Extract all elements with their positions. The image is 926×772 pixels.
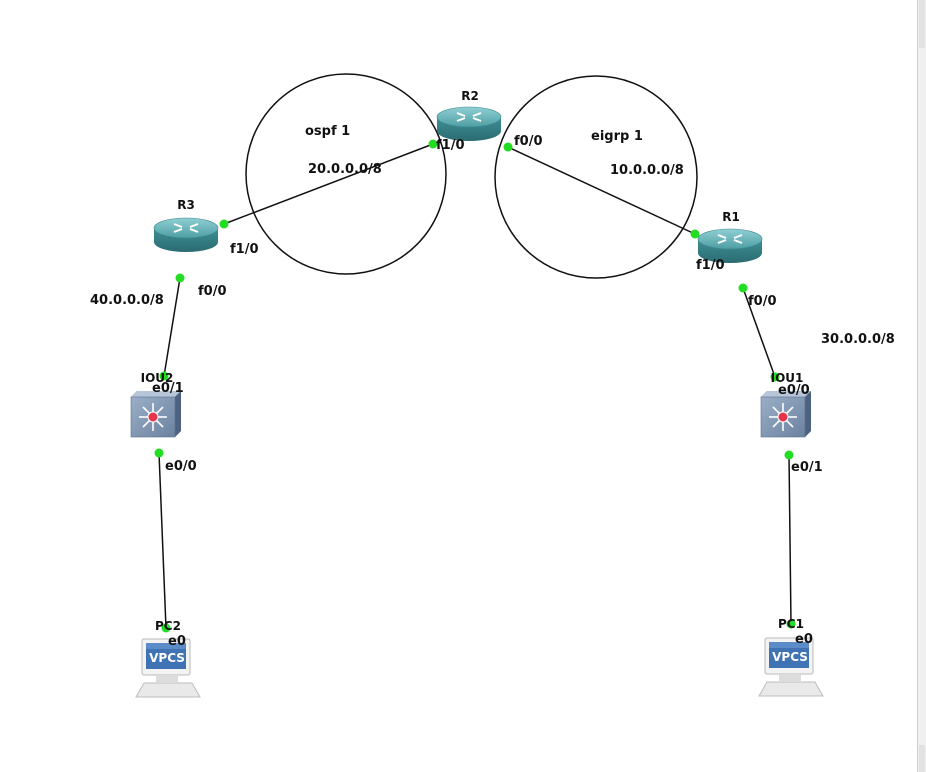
- port-dot-r3-f1-0: [219, 219, 229, 229]
- iface-label-r2-f0-0[interactable]: f0/0: [514, 134, 543, 149]
- link-r1-iou1[interactable]: [742, 287, 776, 378]
- iface-label-r3-f0-0[interactable]: f0/0: [198, 284, 227, 299]
- scrollbar-thumb[interactable]: [919, 0, 925, 48]
- router-r2[interactable]: [436, 106, 502, 142]
- vertical-scrollbar[interactable]: [917, 0, 926, 772]
- note-eigrp[interactable]: eigrp 1: [591, 129, 643, 144]
- note-net-30[interactable]: 30.0.0.0/8: [821, 332, 895, 347]
- link-r2-r1[interactable]: [507, 146, 696, 235]
- iface-label-iou2-e0-1[interactable]: e0/1: [152, 381, 184, 396]
- node-label-iou2: IOU2: [141, 371, 174, 385]
- iface-label-iou1-e0-0[interactable]: e0/0: [778, 383, 810, 398]
- iface-label-pc1-e0[interactable]: e0: [795, 632, 813, 647]
- vpcs-badge-pc2: VPCS: [149, 651, 185, 665]
- node-label-r1: R1: [722, 210, 740, 224]
- pc-pc2[interactable]: VPCS: [135, 638, 201, 698]
- port-dot-pc2-e0: [161, 623, 171, 633]
- port-dot-r1-f1-0: [690, 229, 700, 239]
- vpcs-badge-pc1: VPCS: [772, 650, 808, 664]
- node-label-r2: R2: [461, 89, 479, 103]
- pc-pc1[interactable]: VPCS: [758, 637, 824, 697]
- port-dot-pc1-e0: [786, 619, 796, 629]
- port-dot-iou2-e0-1: [159, 371, 169, 381]
- port-dot-r2-f1-0: [428, 139, 438, 149]
- node-label-r3: R3: [177, 198, 195, 212]
- node-label-pc1: PC1: [778, 617, 804, 631]
- note-ospf[interactable]: ospf 1: [305, 124, 350, 139]
- port-dot-r2-f0-0: [503, 142, 513, 152]
- port-dot-iou2-e0-0: [154, 448, 164, 458]
- port-dot-iou1-e0-0: [770, 372, 780, 382]
- port-dot-iou1-e0-1: [784, 450, 794, 460]
- note-net-20[interactable]: 20.0.0.0/8: [308, 162, 382, 177]
- iface-label-iou2-e0-0[interactable]: e0/0: [165, 459, 197, 474]
- iface-label-pc2-e0[interactable]: e0: [168, 634, 186, 649]
- link-endpoints: [154, 139, 796, 633]
- note-net-10[interactable]: 10.0.0.0/8: [610, 163, 684, 178]
- port-dot-r3-f0-0: [175, 273, 185, 283]
- iface-label-r3-f1-0[interactable]: f1/0: [230, 242, 259, 257]
- link-iou1-pc1[interactable]: [788, 454, 792, 625]
- link-r3-r2[interactable]: [223, 143, 434, 225]
- ospf-zone-circle[interactable]: [245, 73, 447, 275]
- note-net-40[interactable]: 40.0.0.0/8: [90, 293, 164, 308]
- node-label-pc2: PC2: [155, 619, 181, 633]
- router-r3[interactable]: [153, 217, 219, 253]
- iface-label-iou1-e0-1[interactable]: e0/1: [791, 460, 823, 475]
- port-dot-r1-f0-0: [738, 283, 748, 293]
- scrollbar-bottom-segment[interactable]: [919, 745, 925, 772]
- iface-label-r1-f1-0[interactable]: f1/0: [696, 258, 725, 273]
- link-iou2-pc2[interactable]: [158, 452, 167, 629]
- node-label-iou1: IOU1: [771, 371, 804, 385]
- iface-label-r2-f1-0[interactable]: f1/0: [436, 138, 465, 153]
- switch-iou2[interactable]: [130, 390, 182, 438]
- eigrp-zone-circle[interactable]: [494, 75, 698, 279]
- iface-label-r1-f0-0[interactable]: f0/0: [748, 294, 777, 309]
- link-r3-iou2[interactable]: [163, 277, 181, 377]
